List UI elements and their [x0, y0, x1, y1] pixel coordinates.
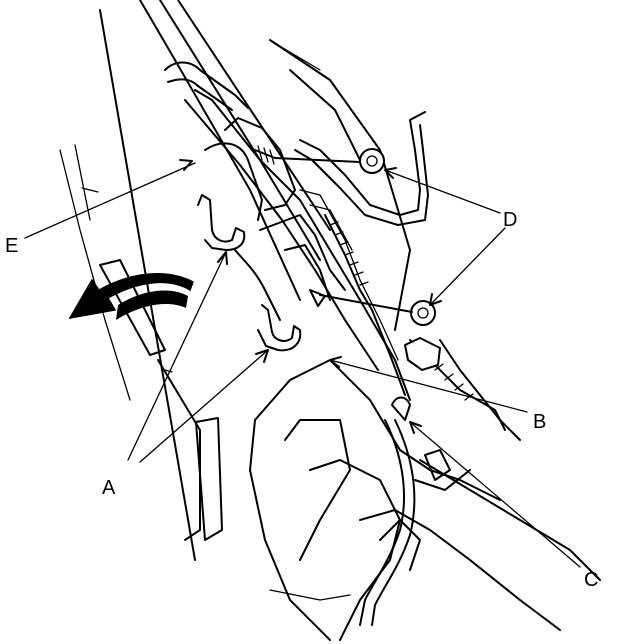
lower-cable: [359, 337, 521, 626]
pillar-panel-outline: [59, 0, 411, 561]
callout-label-e: E: [5, 235, 19, 257]
spring-bolt: [254, 145, 413, 313]
nut-upper: [359, 148, 385, 174]
callout-label-d: D: [503, 209, 518, 231]
rotation-arrow-icon: [68, 273, 194, 320]
clip-lower: [257, 304, 302, 352]
lower-body-structure: [249, 359, 601, 641]
callout-label-b: B: [533, 411, 547, 433]
callout-label-a: A: [102, 477, 116, 499]
callout-label-c: C: [584, 569, 599, 591]
linkage-assembly: [164, 61, 429, 401]
leader-lines: [24, 159, 581, 568]
clip-upper: [197, 194, 246, 251]
nut-lower: [410, 300, 436, 326]
